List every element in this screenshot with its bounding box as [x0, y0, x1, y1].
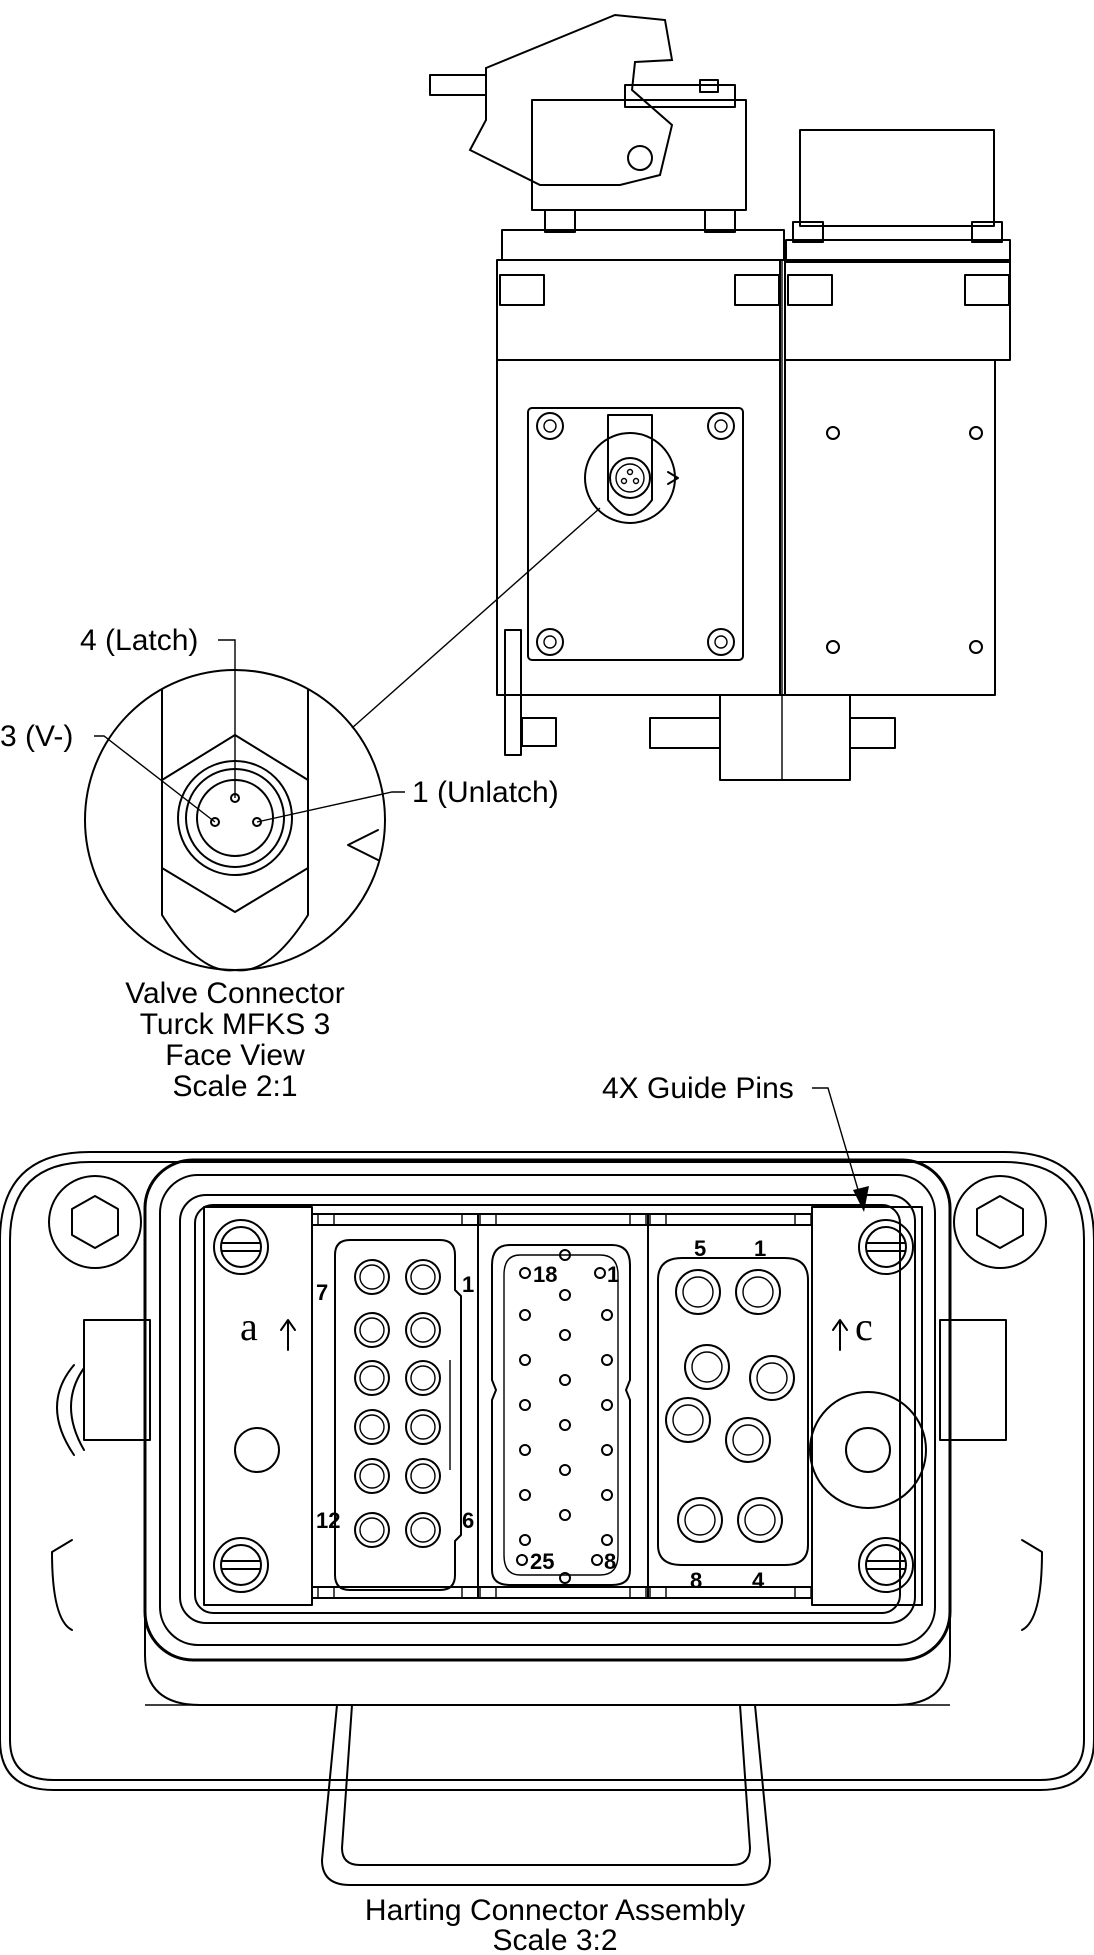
connector-shank	[161, 867, 309, 972]
fitting-left	[521, 717, 557, 747]
outer-flange	[0, 1151, 1094, 1791]
arrow-up-icon	[832, 1319, 848, 1351]
hex-icon	[71, 1195, 119, 1249]
module-top-box	[799, 129, 995, 227]
clamp-screw	[704, 209, 736, 233]
hex-icon	[976, 1195, 1024, 1249]
valve-caption-line-3: Face View	[165, 1039, 305, 1072]
leader-pin4	[218, 639, 236, 798]
clamp-screw	[544, 209, 576, 233]
lever-pivot-hole	[627, 145, 653, 171]
harting-housing: a c	[0, 1151, 1094, 1886]
valve-connector-detail	[84, 639, 405, 972]
pin-label-5: 5	[694, 1236, 706, 1261]
leader-pin1	[256, 791, 405, 823]
latch-hook-left	[56, 1364, 75, 1456]
valve-body	[496, 359, 781, 696]
clamp-block	[734, 274, 780, 306]
insert-right	[657, 1257, 809, 1566]
pin-label-8-right: 8	[690, 1568, 702, 1593]
pin-label-4: 4	[752, 1568, 765, 1593]
module-top-band	[785, 239, 1011, 263]
pin-label-1-mid: 1	[607, 1262, 619, 1287]
valve-top-band	[501, 229, 785, 261]
clamp-block	[964, 274, 1010, 306]
pin-label-8: 8	[604, 1549, 616, 1574]
fitting-port	[649, 717, 721, 749]
module-body	[784, 359, 996, 696]
callout-guide-pins: 4X Guide Pins	[602, 1072, 794, 1105]
valve-face-plate	[527, 407, 744, 661]
callout-pin3: 3 (V-)	[0, 720, 73, 753]
module-letter-a: a	[240, 1304, 258, 1349]
pin-label-25: 25	[530, 1549, 554, 1574]
pin-3	[210, 817, 220, 827]
arrow-up-icon	[280, 1319, 296, 1351]
guide-pin-screw	[213, 1537, 269, 1593]
detail-leader	[351, 507, 601, 729]
lever-pin	[429, 74, 487, 96]
pin-label-6: 6	[462, 1508, 474, 1533]
valve-assembly-view	[429, 13, 1011, 781]
piston-cap	[624, 84, 736, 108]
pin-1	[252, 817, 262, 827]
corner-bolt-left	[48, 1175, 142, 1269]
valve-caption-line-1: Valve Connector	[125, 977, 345, 1010]
clamp-screw	[792, 221, 824, 243]
clamp-block	[787, 274, 833, 306]
guide-pin-screw	[858, 1537, 914, 1593]
insert-clips	[317, 1213, 812, 1599]
valve-caption-line-4: Scale 2:1	[172, 1070, 297, 1103]
callout-pin1: 1 (Unlatch)	[412, 776, 559, 809]
piston-nub	[699, 79, 719, 93]
module-letter-c: c	[855, 1304, 873, 1349]
guide-pin-arrowhead	[853, 1186, 869, 1212]
housing-frame	[143, 1158, 952, 1662]
guide-pin-screw	[213, 1219, 269, 1275]
plate-screws	[536, 412, 735, 656]
small-connector	[609, 457, 651, 499]
side-latch-left	[83, 1319, 151, 1441]
pin-label-1: 1	[462, 1272, 474, 1297]
corner-bolt-right	[953, 1175, 1047, 1269]
detail-circle-small	[584, 432, 676, 524]
leader-pin3	[94, 735, 216, 823]
coding-hole	[234, 1427, 280, 1473]
small-connector-boss	[607, 414, 653, 516]
lever-block	[531, 99, 747, 211]
handle	[321, 1704, 771, 1886]
side-bracket	[504, 629, 522, 756]
leader-guide-pins	[812, 1087, 865, 1211]
pin-label-1-right: 1	[754, 1236, 766, 1261]
guide-pin-screw	[858, 1219, 914, 1275]
insert-middle	[491, 1244, 631, 1586]
pin-label-18: 18	[533, 1262, 557, 1287]
lower-lug-left	[51, 1539, 73, 1631]
pin-label-12: 12	[316, 1508, 340, 1533]
lower-lug-right	[1021, 1539, 1043, 1631]
cable-gland-inner	[845, 1427, 891, 1473]
harting-caption-line-2: Scale 3:2	[492, 1924, 617, 1955]
fitting-port	[849, 717, 896, 749]
clamp-block	[499, 274, 545, 306]
side-latch-right	[939, 1319, 1007, 1441]
clamp-screw	[971, 221, 1003, 243]
valve-caption-line-2: Turck MFKS 3	[140, 1008, 331, 1041]
harting-caption-line-1: Harting Connector Assembly	[365, 1894, 745, 1927]
orientation-arrow	[347, 829, 379, 861]
insert-frame	[311, 1213, 813, 1599]
pin-label-7: 7	[316, 1280, 328, 1305]
housing-lower	[144, 1599, 951, 1706]
housing-opening	[179, 1194, 916, 1624]
small-arrow-mark	[667, 471, 679, 485]
bottom-valve-block	[719, 694, 851, 781]
callout-pin4: 4 (Latch)	[80, 624, 198, 657]
cable-gland-outer	[809, 1391, 927, 1509]
insert-left	[334, 1239, 462, 1591]
